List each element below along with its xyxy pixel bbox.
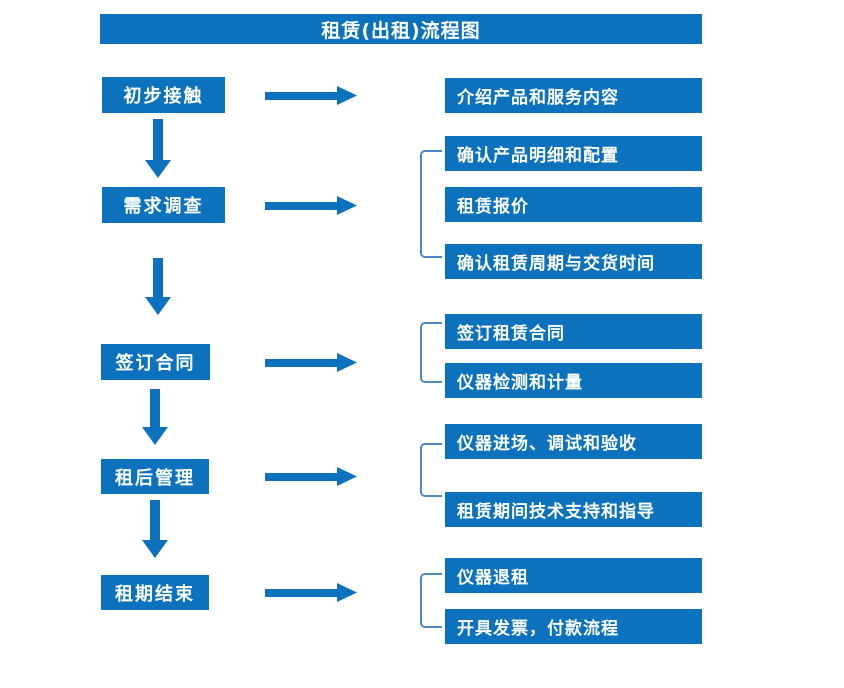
arrow-right-icon [265,583,357,602]
detail-confirm-period-delivery: 确认租赁周期与交货时间 [445,244,702,279]
detail-instrument-testing: 仪器检测和计量 [445,363,702,398]
flowchart-title: 租赁(出租)流程图 [100,14,702,44]
detail-instrument-setup-acceptance: 仪器进场、调试和验收 [445,424,702,459]
arrow-down-icon [142,389,168,445]
stage-rental-end: 租期结束 [101,575,209,610]
arrow-right-icon [265,467,357,486]
bracket-connector [420,573,442,628]
detail-instrument-return: 仪器退租 [445,558,702,593]
arrow-down-icon [145,258,171,315]
stage-sign-contract: 签订合同 [101,344,210,380]
stage-post-rental-management: 租后管理 [101,459,209,494]
arrow-right-icon [265,86,357,105]
detail-confirm-product-config: 确认产品明细和配置 [445,136,702,171]
arrow-right-icon [265,353,357,372]
arrow-down-icon [145,119,171,178]
detail-invoice-payment: 开具发票，付款流程 [445,609,702,644]
detail-technical-support: 租赁期间技术支持和指导 [445,492,702,527]
bracket-connector [420,322,442,383]
bracket-connector [420,150,442,258]
bracket-connector [420,443,442,497]
stage-demand-survey: 需求调查 [102,187,225,223]
detail-introduce-products-services: 介绍产品和服务内容 [445,78,702,113]
stage-initial-contact: 初步接触 [102,77,225,113]
arrow-down-icon [142,500,168,558]
arrow-right-icon [265,196,357,215]
detail-sign-rental-contract: 签订租赁合同 [445,314,702,349]
detail-rental-quote: 租赁报价 [445,187,702,222]
